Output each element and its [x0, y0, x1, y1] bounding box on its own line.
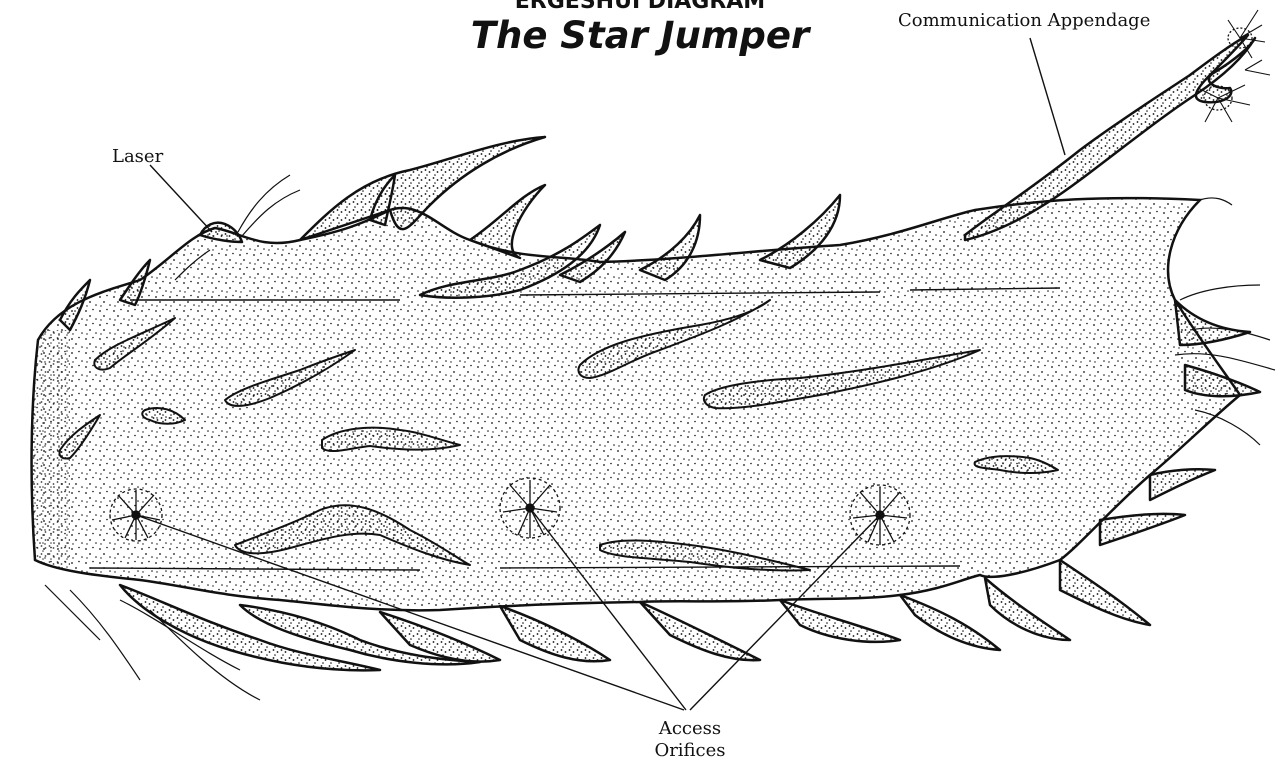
diagram-title-block: ERGESHUI DIAGRAM The Star Jumper [440, 0, 840, 56]
label-access-line2: Orifices [628, 740, 752, 762]
diagram-title: The Star Jumper [440, 16, 840, 56]
label-communication-appendage: Communication Appendage [898, 10, 1150, 32]
label-access-orifices: Access Orifices [628, 718, 752, 762]
label-access-line1: Access [628, 718, 752, 740]
label-laser: Laser [112, 146, 163, 168]
